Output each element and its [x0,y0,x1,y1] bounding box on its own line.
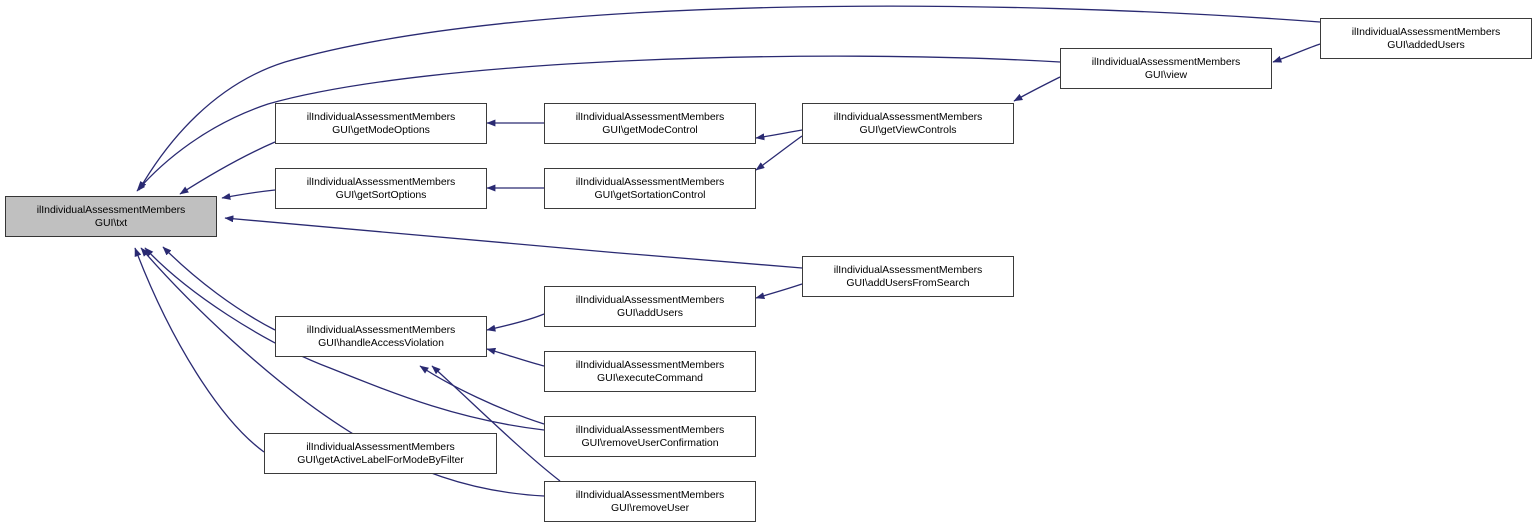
graph-edge-view-to-txt [136,55,1061,192]
graph-node-getActiveLabelForModeByFilter[interactable]: ilIndividualAssessmentMembers GUI\getAct… [264,433,497,474]
graph-node-addedUsers[interactable]: ilIndividualAssessmentMembers GUI\addedU… [1320,18,1532,59]
graph-node-label: ilIndividualAssessmentMembers GUI\txt [36,204,186,229]
graph-edge-removeUserConfirmation-to-txt [144,247,545,431]
graph-edge-getViewControls-to-getSortationControl [755,135,803,171]
graph-edge-addUsersFromSearch-to-txt [224,215,803,269]
graph-edge-removeUser-to-handleAccessViolation [431,365,561,482]
graph-node-removeUser[interactable]: ilIndividualAssessmentMembers GUI\remove… [544,481,756,522]
graph-node-txt[interactable]: ilIndividualAssessmentMembers GUI\txt [5,196,217,237]
graph-edge-removeUserConfirmation-to-handleAccessViolation [419,365,545,425]
graph-node-addUsers[interactable]: ilIndividualAssessmentMembers GUI\addUse… [544,286,756,327]
graph-node-label: ilIndividualAssessmentMembers GUI\addUse… [575,294,725,319]
graph-edge-getModeOptions-to-txt [179,141,276,195]
graph-node-label: ilIndividualAssessmentMembers GUI\getSor… [575,176,725,201]
graph-node-label: ilIndividualAssessmentMembers GUI\getVie… [833,111,983,136]
graph-edge-getViewControls-to-getModeControl [755,129,803,141]
graph-edge-addUsersFromSearch-to-addUsers [755,283,803,300]
graph-node-label: ilIndividualAssessmentMembers GUI\view [1091,56,1241,81]
graph-node-label: ilIndividualAssessmentMembers GUI\getMod… [575,111,725,136]
graph-edge-addedUsers-to-view [1272,43,1321,63]
graph-node-handleAccessViolation[interactable]: ilIndividualAssessmentMembers GUI\handle… [275,316,487,357]
graph-node-label: ilIndividualAssessmentMembers GUI\getMod… [306,111,456,136]
graph-node-label: ilIndividualAssessmentMembers GUI\addedU… [1351,26,1501,51]
graph-node-getModeControl[interactable]: ilIndividualAssessmentMembers GUI\getMod… [544,103,756,144]
graph-node-label: ilIndividualAssessmentMembers GUI\handle… [306,324,456,349]
graph-node-label: ilIndividualAssessmentMembers GUI\execut… [575,359,725,384]
graph-edge-getActiveLabelForModeByFilter-to-txt [134,247,265,453]
graph-node-executeCommand[interactable]: ilIndividualAssessmentMembers GUI\execut… [544,351,756,392]
graph-edge-getSortOptions-to-txt [221,189,276,200]
graph-node-removeUserConfirmation[interactable]: ilIndividualAssessmentMembers GUI\remove… [544,416,756,457]
graph-node-label: ilIndividualAssessmentMembers GUI\remove… [575,489,725,514]
graph-node-getSortOptions[interactable]: ilIndividualAssessmentMembers GUI\getSor… [275,168,487,209]
graph-node-addUsersFromSearch[interactable]: ilIndividualAssessmentMembers GUI\addUse… [802,256,1014,297]
graph-node-label: ilIndividualAssessmentMembers GUI\getSor… [306,176,456,201]
graph-edge-executeCommand-to-handleAccessViolation [486,347,545,367]
graph-edge-addedUsers-to-txt [138,5,1321,191]
graph-node-getModeOptions[interactable]: ilIndividualAssessmentMembers GUI\getMod… [275,103,487,144]
graph-node-label: ilIndividualAssessmentMembers GUI\addUse… [833,264,983,289]
graph-node-label: ilIndividualAssessmentMembers GUI\remove… [575,424,725,449]
graph-node-getViewControls[interactable]: ilIndividualAssessmentMembers GUI\getVie… [802,103,1014,144]
graph-edge-removeUser-to-txt [140,247,545,497]
graph-node-view[interactable]: ilIndividualAssessmentMembers GUI\view [1060,48,1272,89]
graph-edge-addUsers-to-handleAccessViolation [486,313,545,332]
graph-node-getSortationControl[interactable]: ilIndividualAssessmentMembers GUI\getSor… [544,168,756,209]
graph-node-label: ilIndividualAssessmentMembers GUI\getAct… [297,441,464,466]
graph-edge-view-to-getViewControls [1013,76,1061,102]
graph-edge-handleAccessViolation-to-txt [162,246,276,331]
edge-paths [134,5,1321,497]
